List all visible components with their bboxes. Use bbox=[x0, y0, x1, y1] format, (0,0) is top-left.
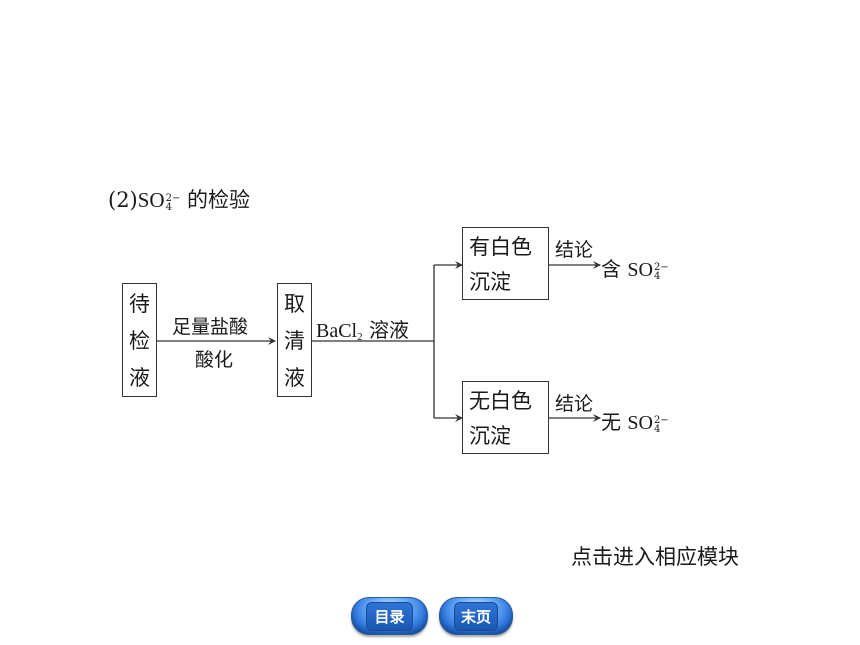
module-hint: 点击进入相应模块 bbox=[571, 545, 739, 569]
node-sample-char: 待 bbox=[129, 291, 150, 316]
reagent-name: 溶液 bbox=[362, 318, 409, 342]
node-supernatant-char: 清 bbox=[284, 328, 305, 353]
reagent-formula: BaCl bbox=[316, 320, 358, 342]
node-supernatant-char: 取 bbox=[284, 291, 305, 316]
result-yes-charge: 2− bbox=[653, 262, 669, 273]
node-white-precipitate: 有白色 沉淀 bbox=[462, 227, 549, 300]
title-prefix: (2) bbox=[108, 188, 138, 212]
result-no-charge: 2− bbox=[653, 415, 669, 426]
title-suffix: 的检验 bbox=[180, 188, 251, 212]
result-yes-formula: SO bbox=[627, 259, 653, 281]
label-acidify-bottom: 酸化 bbox=[195, 349, 234, 371]
result-no-subscript: 4 bbox=[653, 424, 661, 435]
node-sample-char: 检 bbox=[129, 328, 150, 353]
node-supernatant-char: 液 bbox=[284, 366, 305, 391]
last-page-button-label: 末页 bbox=[454, 602, 498, 631]
node-no-precipitate-line: 无白色 bbox=[469, 388, 532, 413]
label-acidify-top: 足量盐酸 bbox=[172, 316, 249, 338]
result-no-prefix: 无 bbox=[601, 410, 628, 434]
result-yes-subscript: 4 bbox=[653, 271, 661, 282]
title-subscript: 4 bbox=[165, 202, 172, 213]
toc-button[interactable]: 目录 bbox=[351, 597, 428, 635]
title-charge: 2− bbox=[165, 193, 181, 204]
last-page-button[interactable]: 末页 bbox=[439, 597, 513, 635]
title-formula: SO bbox=[137, 188, 165, 212]
label-conclusion-bottom: 结论 bbox=[555, 393, 594, 415]
result-no-formula: SO bbox=[627, 412, 653, 434]
node-sample: 待 检 液 bbox=[122, 283, 157, 397]
node-white-precipitate-line: 有白色 bbox=[469, 234, 532, 259]
result-yes-prefix: 含 bbox=[601, 257, 628, 281]
label-reagent: BaCl2 溶液 bbox=[316, 314, 409, 343]
node-supernatant: 取 清 液 bbox=[277, 283, 312, 397]
reagent-subscript: 2 bbox=[357, 331, 363, 343]
label-conclusion-top: 结论 bbox=[555, 239, 594, 261]
node-no-precipitate-line: 沉淀 bbox=[469, 424, 511, 449]
node-sample-char: 液 bbox=[129, 366, 150, 391]
toc-button-label: 目录 bbox=[366, 602, 413, 631]
node-white-precipitate-line: 沉淀 bbox=[469, 270, 511, 295]
node-no-precipitate: 无白色 沉淀 bbox=[462, 381, 549, 454]
